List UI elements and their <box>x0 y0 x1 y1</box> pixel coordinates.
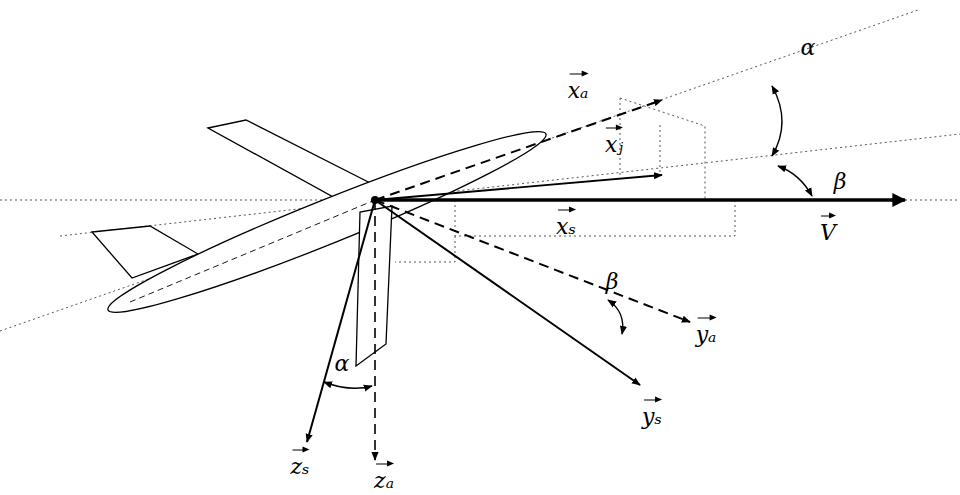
axis-label: zₐ <box>374 460 394 491</box>
axis-label: yₐ <box>696 315 717 346</box>
vector-label: V <box>820 213 836 244</box>
angle-label: α <box>335 353 350 375</box>
angle-arcs <box>324 86 812 388</box>
reference-lines <box>0 10 960 331</box>
angle-label: α <box>801 37 816 59</box>
axis-label: zₛ <box>290 447 309 478</box>
axis-label: xₛ <box>556 207 576 238</box>
axes <box>307 100 905 460</box>
angle-label: β <box>834 171 847 193</box>
fuselage-axis <box>130 200 375 302</box>
angle-label: β <box>606 271 619 293</box>
axis-label: xⱼ <box>605 125 623 156</box>
aircraft <box>92 114 554 366</box>
axis-label: yₛ <box>642 397 662 428</box>
axis-label: xₐ <box>568 71 589 102</box>
origin-dot <box>371 196 379 204</box>
